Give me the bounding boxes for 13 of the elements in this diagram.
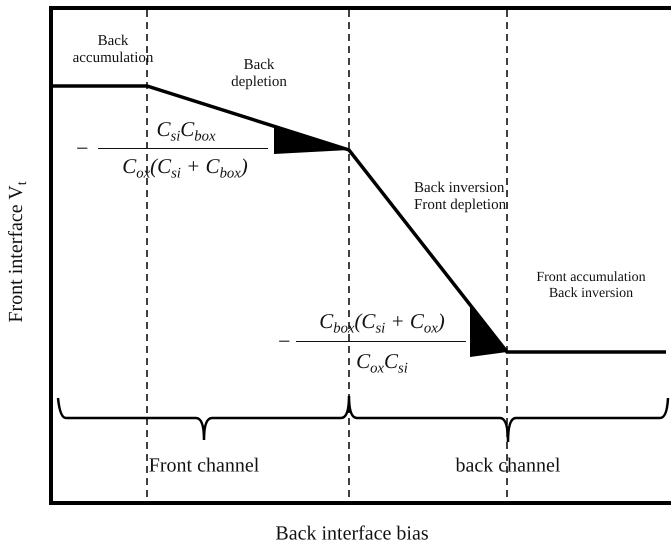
region-label: Back accumulation [72, 32, 154, 68]
region-label: back channel [456, 454, 560, 478]
region-label: Back inversion Front depletion [414, 180, 508, 214]
region-label: Back interface bias [275, 522, 429, 546]
formula-text: C$_{ox}$(C$_{si}$ + C$_{box}$) [122, 154, 248, 182]
region-label: Front channel [148, 454, 260, 478]
formula-text: − [74, 135, 90, 161]
formula-text: C$_{ox}$C$_{si}$ [356, 348, 408, 378]
region-label: Front accumulation Back inversion [535, 270, 647, 302]
formula-text: − [276, 328, 292, 354]
region-label: Back depletion [230, 56, 288, 92]
formula-text: C$_{box}$(C$_{si}$ + C$_{ox}$) [319, 308, 445, 338]
formula-text: C$_{si}$C$_{box}$ [156, 116, 216, 146]
